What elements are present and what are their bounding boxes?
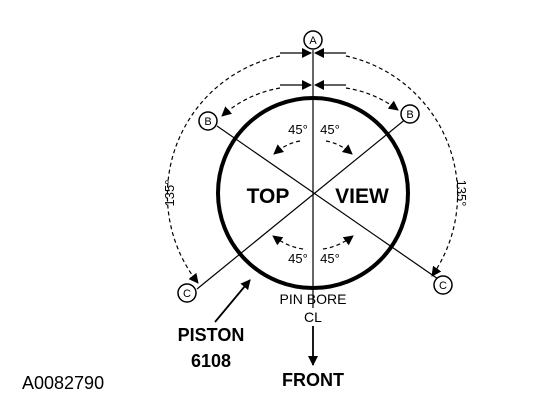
callout-circle-c-left bbox=[177, 283, 197, 303]
arc-a-to-b-right bbox=[345, 87, 399, 111]
piston-leader-arrow bbox=[214, 279, 251, 323]
inner-arc-top-left bbox=[273, 140, 301, 155]
callout-circle-b-right bbox=[400, 104, 420, 124]
callout-label-c-right: C bbox=[439, 280, 447, 292]
centerline-symbol: CL bbox=[304, 309, 322, 325]
figure-code: A0082790 bbox=[22, 373, 104, 393]
view-label-top: TOP bbox=[247, 185, 290, 208]
arc-a-to-c-left bbox=[166, 55, 281, 284]
callout-circle-a bbox=[303, 30, 323, 50]
angle-label-side-left: 135° bbox=[162, 180, 177, 207]
diagonal-line-left bbox=[216, 125, 442, 282]
piston-label-line1: PISTON bbox=[178, 325, 245, 345]
view-label-view: VIEW bbox=[335, 185, 389, 208]
arc-a-to-b-left bbox=[221, 87, 281, 117]
angle-label-bottom-right: 45° bbox=[320, 251, 340, 266]
inner-arc-top-right bbox=[325, 140, 353, 155]
callout-label-b-right: B bbox=[406, 109, 413, 121]
angle-label-bottom-left: 45° bbox=[288, 251, 308, 266]
callout-label-b-left: B bbox=[204, 116, 211, 128]
angle-label-top-right: 45° bbox=[320, 122, 340, 137]
front-label: FRONT bbox=[282, 370, 344, 390]
angle-label-top-left: 45° bbox=[288, 122, 308, 137]
inner-arc-bottom-right bbox=[322, 235, 354, 250]
callout-circle-b-left bbox=[198, 111, 218, 131]
arc-a-to-c-right bbox=[345, 55, 459, 277]
pin-bore-label: PIN BORE bbox=[280, 291, 347, 307]
inner-arc-bottom-left bbox=[272, 235, 304, 250]
piston-label-line2: 6108 bbox=[191, 351, 231, 371]
angle-label-side-right: 135° bbox=[454, 180, 469, 207]
callout-circle-c-right bbox=[433, 275, 453, 295]
callout-label-c-left: C bbox=[183, 288, 191, 300]
callout-label-a: A bbox=[309, 35, 317, 47]
diagonal-line-right bbox=[196, 117, 408, 290]
